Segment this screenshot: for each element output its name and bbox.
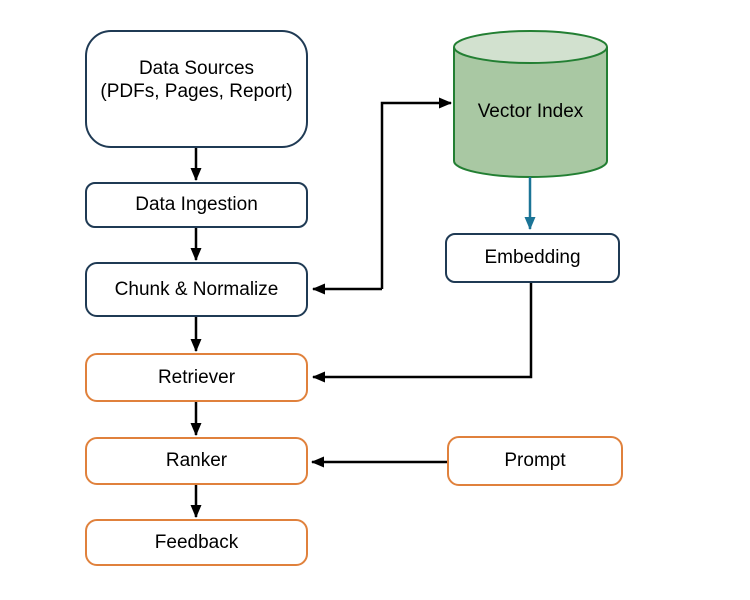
edge-embedding-to-retriever bbox=[312, 283, 533, 383]
node-chunk-normalize-label: Chunk & Normalize bbox=[114, 278, 279, 300]
node-data-sources-line2: (PDFs, Pages, Report) bbox=[100, 81, 293, 102]
node-ranker-label: Ranker bbox=[165, 450, 228, 472]
node-embedding-label: Embedding bbox=[484, 247, 581, 269]
node-data-ingestion-label: Data Ingestion bbox=[135, 194, 258, 216]
cylinder-body bbox=[453, 47, 608, 178]
node-chunk-normalize: Chunk & Normalize bbox=[85, 262, 308, 317]
node-prompt: Prompt bbox=[447, 436, 623, 486]
edge-elbow-to-vector-index bbox=[380, 97, 452, 289]
node-data-sources-line1: Data Sources bbox=[138, 57, 255, 79]
node-feedback: Feedback bbox=[85, 519, 308, 566]
node-retriever-label: Retriever bbox=[157, 366, 236, 388]
node-vector-index: Vector Index bbox=[454, 96, 607, 128]
vector-index-cylinder bbox=[453, 30, 608, 178]
node-feedback-label: Feedback bbox=[154, 531, 239, 553]
node-ranker: Ranker bbox=[85, 437, 308, 485]
node-vector-index-label: Vector Index bbox=[477, 101, 584, 122]
node-data-ingestion: Data Ingestion bbox=[85, 182, 308, 228]
node-data-sources: Data Sources (PDFs, Pages, Report) bbox=[85, 30, 308, 148]
node-embedding: Embedding bbox=[445, 233, 620, 283]
node-retriever: Retriever bbox=[85, 353, 308, 402]
cylinder-top bbox=[453, 30, 608, 64]
node-prompt-label: Prompt bbox=[504, 450, 566, 472]
